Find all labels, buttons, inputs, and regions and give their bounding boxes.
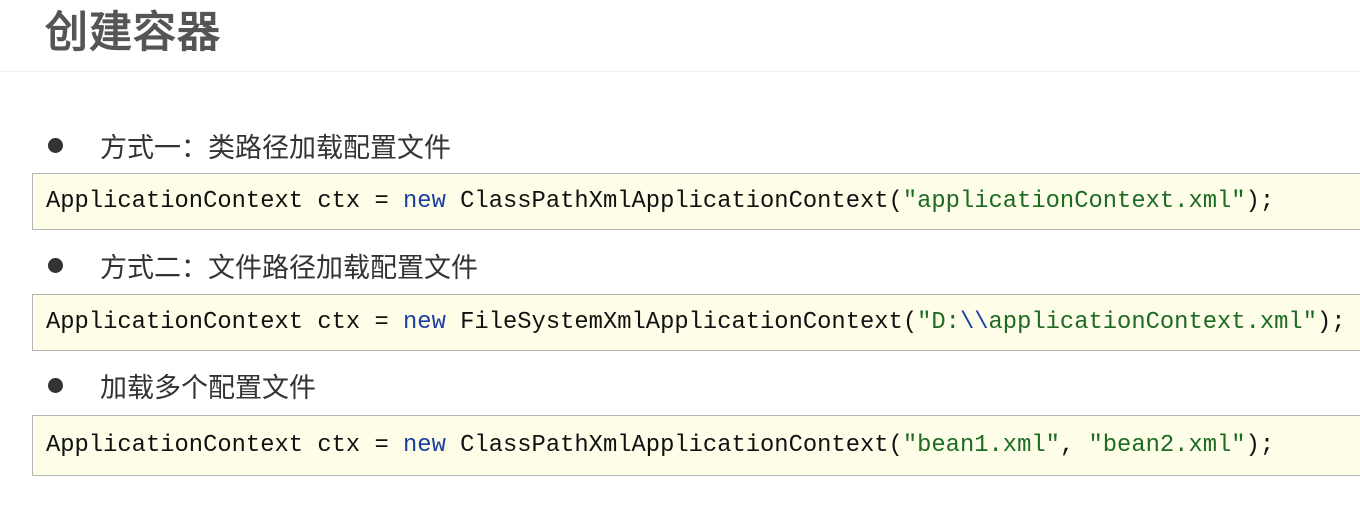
bullet-text: 方式二：文件路径加载配置文件: [100, 252, 478, 284]
bullet-text: 方式一：类路径加载配置文件: [100, 132, 451, 164]
code-string: "D:: [917, 309, 960, 336]
code-block-classpath: ApplicationContext ctx = new ClassPathXm…: [32, 173, 1360, 230]
bullet-text: 加载多个配置文件: [100, 372, 316, 404]
code-string: "bean1.xml": [902, 432, 1060, 459]
bullet-dot-icon: [48, 377, 63, 393]
code-escape: \\: [959, 309, 989, 336]
code-text: ApplicationContext ctx =: [46, 309, 404, 336]
code-text: ClassPathXmlApplicationContext(: [445, 188, 903, 215]
bullet-dot-icon: [48, 257, 63, 273]
code-text: FileSystemXmlApplicationContext(: [445, 309, 918, 336]
code-keyword: new: [403, 188, 446, 215]
code-keyword: new: [403, 309, 446, 336]
page-title: 创建容器: [45, 8, 221, 58]
code-text: );: [1245, 188, 1275, 215]
title-divider: [0, 71, 1360, 72]
code-text: ,: [1059, 432, 1089, 459]
code-string: "applicationContext.xml": [902, 188, 1246, 215]
code-string: applicationContext.xml": [988, 309, 1317, 336]
code-text: ClassPathXmlApplicationContext(: [445, 432, 903, 459]
bullet-dot-icon: [48, 137, 63, 153]
code-string: "bean2.xml": [1088, 432, 1246, 459]
code-block-multiple: ApplicationContext ctx = new ClassPathXm…: [32, 415, 1360, 476]
code-text: ApplicationContext ctx =: [46, 188, 404, 215]
bullet-item-multiple: 加载多个配置文件: [45, 365, 316, 405]
bullet-item-classpath: 方式一：类路径加载配置文件: [45, 125, 451, 165]
code-keyword: new: [403, 432, 446, 459]
code-block-filesystem: ApplicationContext ctx = new FileSystemX…: [32, 294, 1360, 351]
bullet-item-filesystem: 方式二：文件路径加载配置文件: [45, 245, 478, 285]
code-text: );: [1245, 432, 1275, 459]
code-text: ApplicationContext ctx =: [46, 432, 404, 459]
code-text: );: [1316, 309, 1346, 336]
